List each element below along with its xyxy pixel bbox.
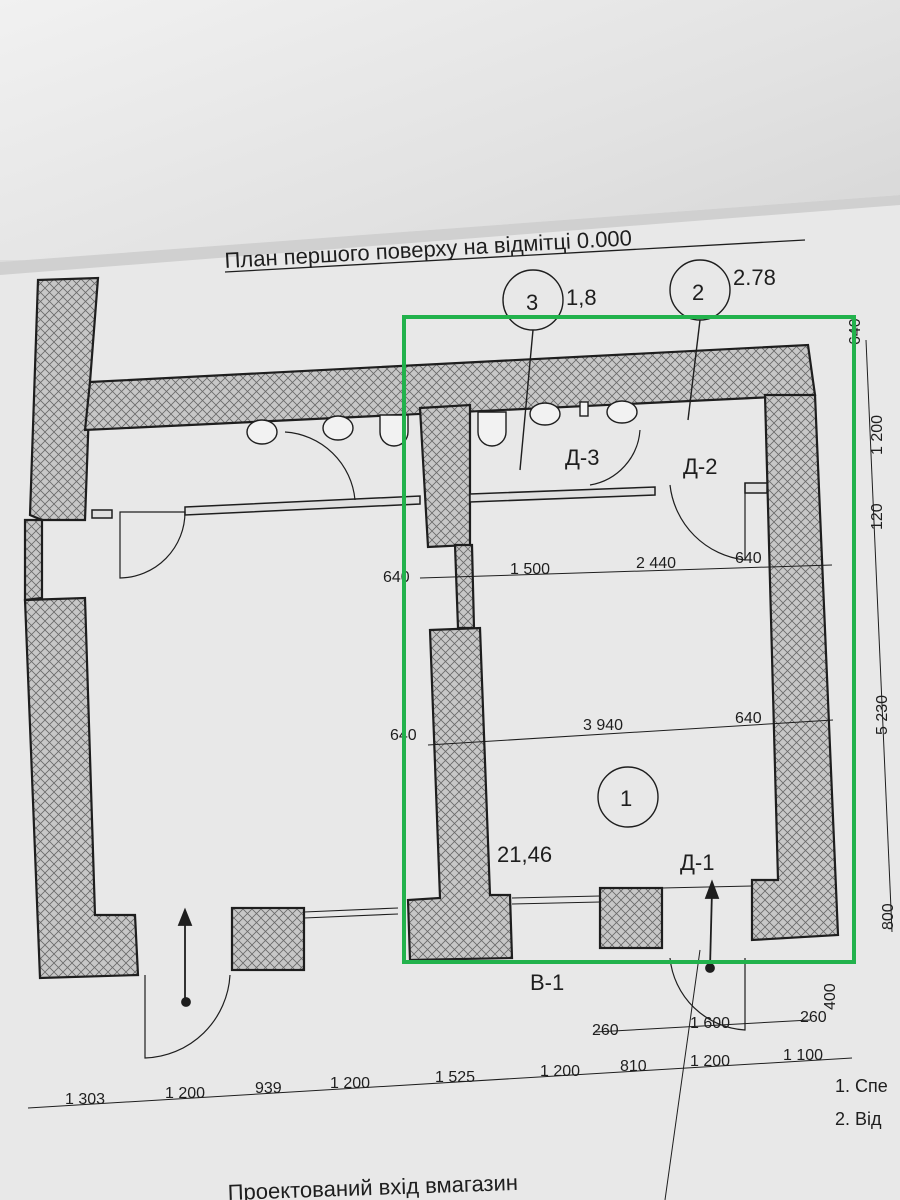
dim-bottom-2: 1 200: [165, 1085, 205, 1102]
highlight-box: [402, 315, 856, 964]
door-d3-label: Д-3: [565, 445, 599, 470]
toilet-1: [379, 414, 409, 447]
sink-4: [606, 400, 638, 424]
entrance-arrows: [177, 879, 720, 1200]
dim-mid-3: 640: [735, 710, 762, 727]
dim-right-400: 400: [822, 983, 839, 1010]
interior-dim-lines: [27, 339, 893, 1109]
sink-1: [246, 419, 278, 445]
wall-center-thin: [453, 543, 476, 630]
note-2: 2. Від: [835, 1109, 882, 1129]
wall-left-upper: [28, 276, 100, 522]
wall-center-lower: [406, 626, 514, 962]
dim-bottom-1: 1 303: [65, 1091, 105, 1108]
dim-door-260-left: 260: [592, 1022, 619, 1039]
dim-bottom-5: 1 525: [435, 1069, 475, 1086]
dim-top-2: 1 500: [510, 561, 550, 578]
window-label: В-1: [530, 970, 564, 995]
wall-center-upper: [418, 403, 472, 549]
room-1-number: 1: [620, 786, 632, 811]
room-3-number: 3: [526, 290, 538, 315]
dim-right-5230: 5 230: [874, 695, 891, 735]
dim-bottom-3: 939: [255, 1080, 282, 1097]
dim-bottom-6: 1 200: [540, 1063, 580, 1080]
dim-right-800: 800: [880, 903, 897, 930]
room-1-circle: [597, 766, 659, 828]
dim-right-1200: 1 200: [869, 415, 886, 455]
sink-3: [529, 402, 561, 426]
dim-door-1600: 1 600: [690, 1015, 730, 1032]
sink-2: [322, 415, 354, 441]
room-2-area: 2.78: [733, 265, 776, 290]
wc-partitions: [91, 482, 768, 519]
door-d2-label: Д-2: [683, 454, 717, 479]
title-underline: [224, 239, 806, 273]
dim-bottom-4: 1 200: [330, 1075, 370, 1092]
wall-left-stub: [23, 518, 44, 602]
toilet-2: [477, 411, 507, 447]
wall-right: [750, 393, 840, 942]
dim-mid-2: 3 940: [583, 717, 623, 734]
dim-bottom-7: 810: [620, 1058, 647, 1075]
pier-left: [230, 906, 306, 972]
walls: [23, 276, 840, 980]
door-d1-label: Д-1: [680, 850, 714, 875]
room-3-area: 1,8: [566, 285, 597, 310]
wall-left-lower: [23, 596, 140, 980]
room-1-area: 21,46: [497, 842, 552, 867]
dim-bottom-9: 1 100: [783, 1047, 823, 1064]
pier-right: [598, 886, 664, 950]
window-lines: [303, 885, 753, 919]
dim-door-260-right: 260: [800, 1009, 827, 1026]
note-1: 1. Спе: [835, 1076, 888, 1096]
plumbing-fixtures: [246, 400, 638, 447]
room-2-number: 2: [692, 280, 704, 305]
room-markers: [502, 259, 731, 828]
dim-top-4: 640: [735, 550, 762, 567]
dim-bottom-8: 1 200: [690, 1053, 730, 1070]
dim-right-120: 120: [869, 503, 886, 530]
paper-shadow-edge: [0, 195, 900, 275]
door-swings: [119, 429, 746, 1059]
dim-top-3: 2 440: [636, 555, 676, 572]
